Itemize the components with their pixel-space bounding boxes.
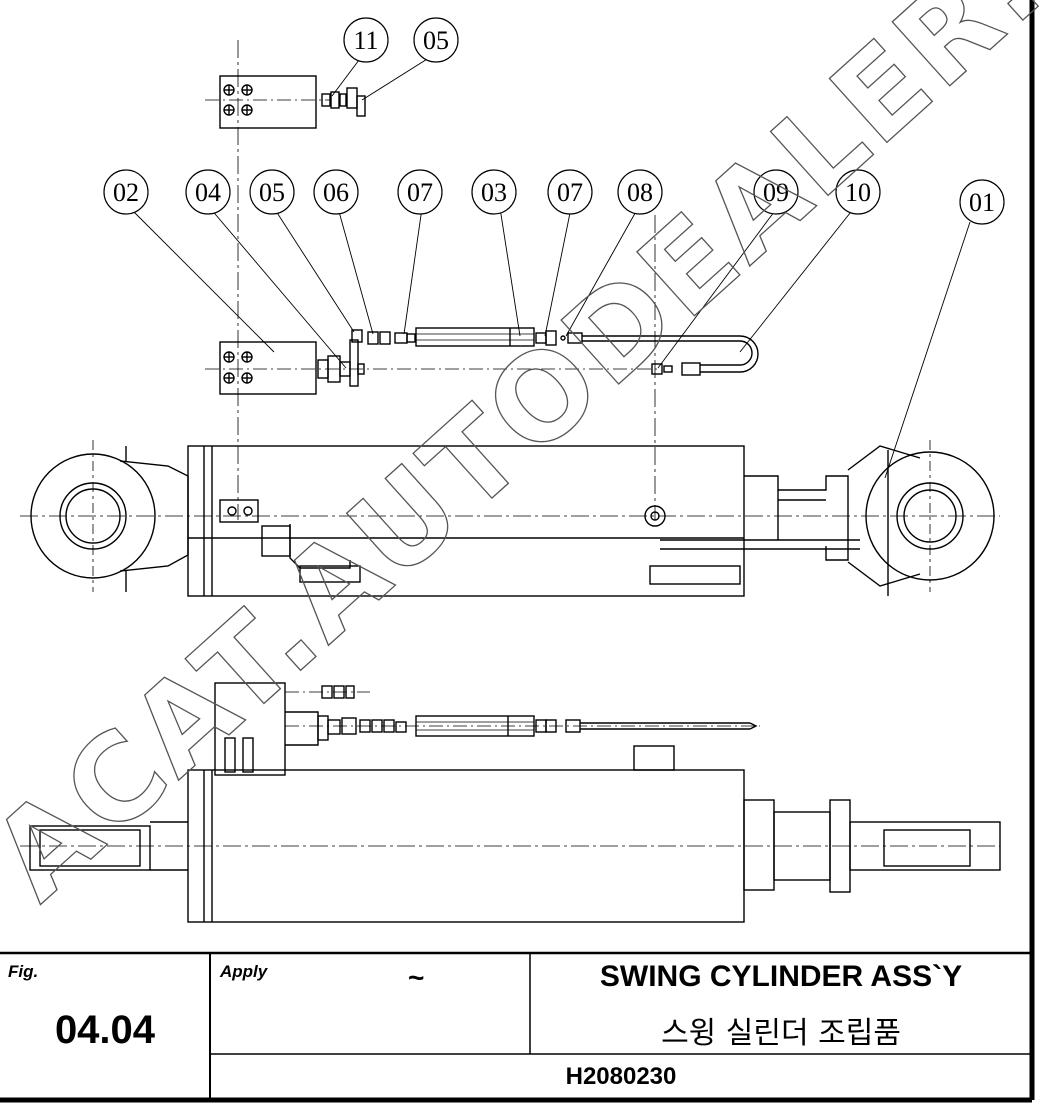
apply-range: ~ [408, 962, 425, 993]
callout-label: 11 [353, 26, 378, 55]
callout-10 [835, 169, 881, 215]
callout-05 [249, 169, 295, 215]
callout-05-top [413, 17, 459, 63]
callout-label: 01 [969, 188, 995, 217]
callout-label: 04 [195, 178, 221, 207]
cylinder-top-view [20, 682, 1001, 923]
callout-01 [959, 179, 1005, 225]
watermark: ACAT.AUTODEALER.RU [0, 0, 1040, 926]
callout-label: 07 [407, 178, 433, 207]
callout-07-left [397, 169, 443, 215]
title-block-frame [0, 951, 1032, 1103]
callout-label: 06 [323, 178, 349, 207]
callout-09 [753, 169, 799, 215]
apply-label: Apply [220, 962, 268, 981]
callout-03 [471, 169, 517, 215]
callout-label: 10 [845, 178, 871, 207]
callout-08 [617, 169, 663, 215]
callout-04 [185, 169, 231, 215]
leader-lines [129, 55, 971, 479]
callout-label: 05 [259, 178, 285, 207]
callout-label: 08 [627, 178, 653, 207]
callout-label: 02 [113, 178, 139, 207]
title-korean: 스윙 실린더 조립품 [661, 1016, 901, 1051]
hose-assembly-front [205, 327, 759, 395]
cylinder-side-view [20, 440, 1000, 597]
callout-label: 09 [763, 178, 789, 207]
callout-label: 05 [423, 26, 449, 55]
title-english: SWING CYLINDER ASS`Y [599, 960, 963, 993]
callout-bubbles [103, 17, 1005, 225]
callout-06 [313, 169, 359, 215]
fig-label: Fig. [8, 962, 39, 981]
callout-07-right [547, 169, 593, 215]
callout-02 [103, 169, 149, 215]
callout-label: 03 [481, 178, 507, 207]
callout-11 [343, 17, 389, 63]
fig-number: 04.04 [54, 1008, 156, 1052]
callout-label: 07 [557, 178, 583, 207]
top-valve-detail [205, 75, 366, 129]
part-number: H2080230 [565, 1063, 677, 1090]
callout-labels: 11 05 02 04 05 06 07 03 07 08 09 10 01 [113, 26, 995, 217]
